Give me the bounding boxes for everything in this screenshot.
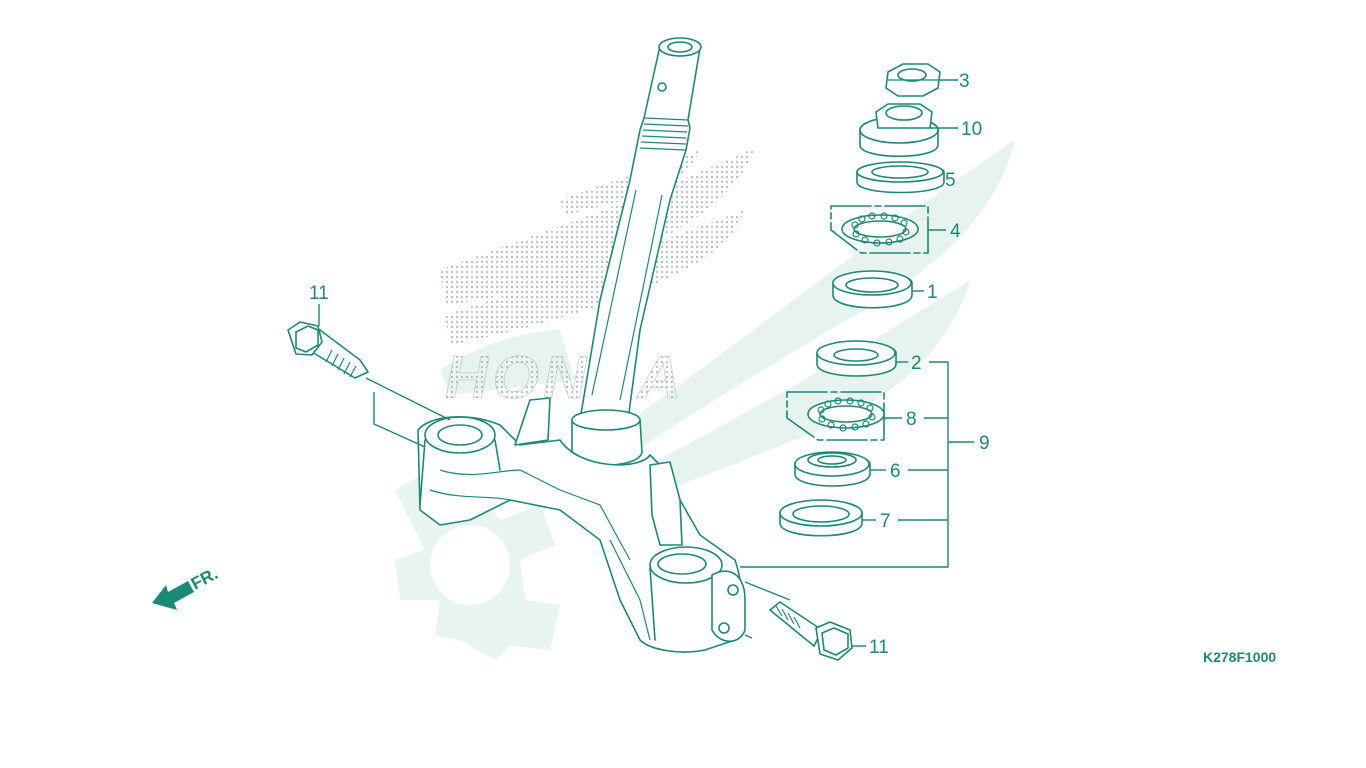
part-8-ball-bearing — [786, 391, 885, 441]
callout-4: 4 — [950, 221, 961, 242]
callout-11-right: 11 — [869, 637, 889, 658]
brand-watermark-text: HONDA — [445, 344, 685, 411]
part-11-bolt-left — [287, 321, 369, 379]
callout-10: 10 — [961, 119, 982, 140]
callout-8: 8 — [906, 409, 917, 430]
part-1-ball-race — [832, 270, 913, 309]
figure-code: K278F1000 — [1203, 649, 1276, 665]
part-7-dust-seal — [779, 499, 863, 537]
callout-3: 3 — [959, 71, 970, 92]
part-10-adjusting-nut — [859, 103, 939, 157]
callout-9: 9 — [979, 433, 990, 454]
part-5-cone-race — [856, 161, 945, 194]
callout-5: 5 — [945, 170, 956, 191]
stem-threads — [639, 117, 689, 151]
part-4-ball-bearing — [830, 205, 929, 254]
front-direction-indicator: FR. — [152, 564, 221, 610]
front-arrow-icon — [152, 581, 194, 610]
callout-11-left: 11 — [309, 283, 329, 304]
part-3-nut — [885, 63, 941, 97]
callout-7: 7 — [880, 511, 891, 532]
leader-lines — [318, 79, 974, 647]
callout-6: 6 — [890, 461, 901, 482]
part-6-cone-race — [794, 451, 871, 487]
part-2-ball-race — [816, 340, 897, 377]
front-direction-label: FR. — [188, 564, 221, 594]
callout-labels: 3 10 5 4 1 2 8 6 7 9 11 11 — [309, 71, 990, 658]
part-11-bolt-right — [769, 601, 853, 661]
callout-2: 2 — [911, 353, 922, 374]
steering-stem — [417, 37, 746, 653]
callout-1: 1 — [927, 282, 938, 303]
